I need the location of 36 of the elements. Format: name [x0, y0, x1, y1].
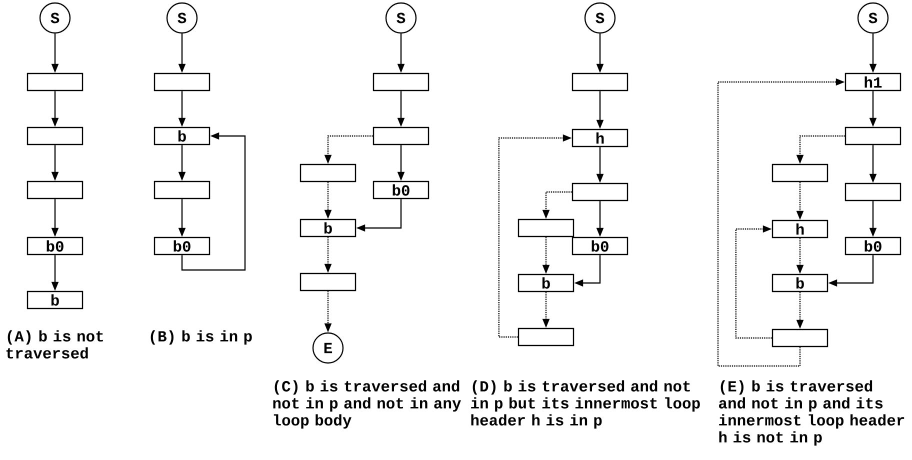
block-box: h	[572, 128, 628, 148]
block-box: b0	[372, 180, 430, 200]
block-box: b0	[572, 236, 628, 256]
block-box	[772, 164, 828, 182]
panel-caption: (A) b is not traversed	[6, 330, 103, 359]
panel-caption: (C) b is traversed and not in p and not in any loop body	[273, 380, 461, 429]
block-box: b0	[154, 236, 210, 256]
block-box	[372, 126, 430, 146]
panel-caption: (D) b is traversed and not in p but its innermost loop header h is in p	[471, 380, 700, 429]
block-box	[154, 180, 210, 200]
block-box	[26, 126, 84, 146]
panel-caption: (E) b is traversed and not in p and its innermost loop header h is not in p	[719, 380, 904, 446]
block-box: h	[772, 220, 828, 238]
block-box	[26, 72, 84, 92]
block-box: b	[772, 274, 828, 292]
block-box: b	[518, 274, 574, 292]
block-box	[518, 328, 574, 346]
block-box	[154, 72, 210, 92]
block-box: b	[154, 126, 210, 146]
block-box	[772, 328, 828, 348]
block-box	[300, 272, 356, 292]
block-box	[518, 218, 574, 238]
block-box: h1	[844, 72, 902, 92]
block-box: b	[300, 218, 356, 238]
block-box	[572, 182, 628, 202]
block-box	[844, 126, 902, 146]
block-box: b	[26, 290, 84, 310]
block-box	[844, 182, 902, 202]
block-box	[572, 72, 628, 92]
arrow	[735, 225, 772, 339]
panel-caption: (B) b is in p	[150, 330, 252, 345]
block-box: b0	[844, 236, 902, 256]
block-box: b0	[26, 236, 84, 256]
block-box	[372, 72, 430, 92]
block-box	[26, 180, 84, 200]
block-box	[300, 164, 356, 182]
